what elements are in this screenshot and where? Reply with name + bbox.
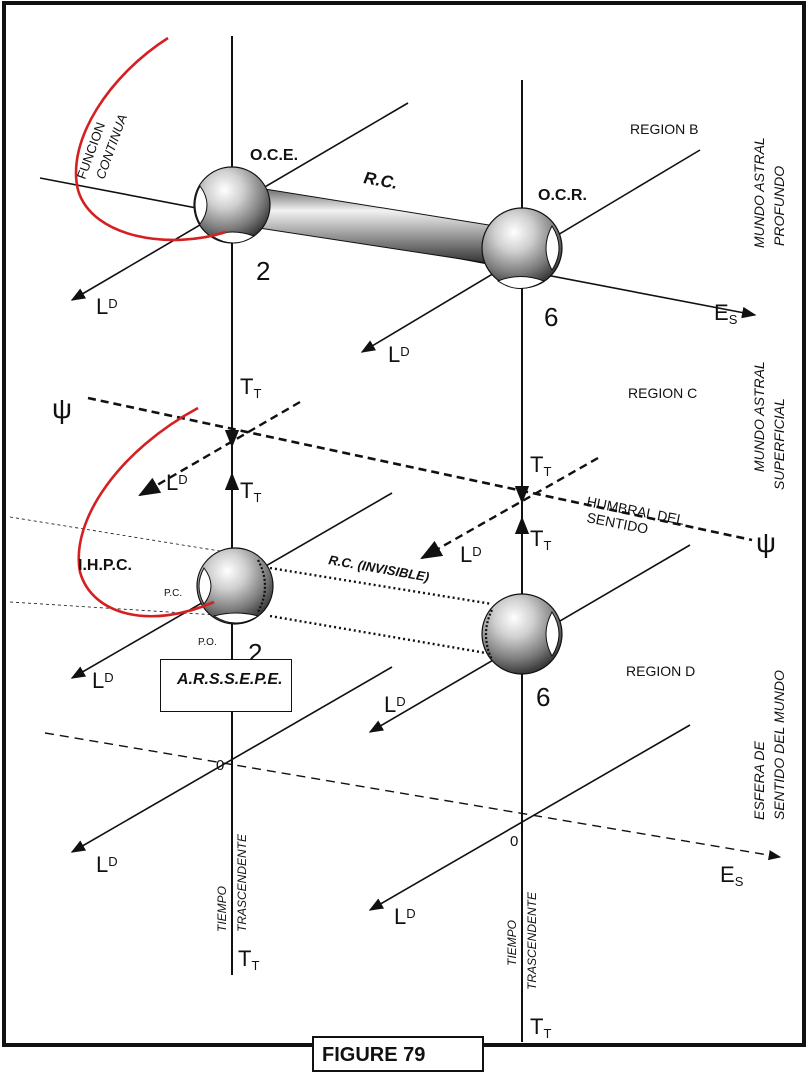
number-6-top: 6 [544, 302, 558, 332]
svg-text:ES: ES [714, 300, 738, 327]
funcion-continua-curve [74, 36, 227, 242]
rc-label: R.C. [362, 168, 399, 193]
rc-tube [245, 185, 521, 269]
po-label: P.O. [198, 637, 217, 648]
svg-text:LD: LD [384, 692, 406, 717]
number-2-top: 2 [256, 256, 270, 286]
mundo-astral-label: MUNDO ASTRAL [751, 137, 767, 248]
svg-text:LD: LD [460, 542, 482, 567]
svg-text:LD: LD [96, 294, 118, 319]
region-c-label: REGION C [628, 385, 697, 401]
tt-label: TT [530, 1014, 551, 1041]
svg-text:LD: LD [166, 470, 188, 495]
svg-text:TT: TT [530, 526, 551, 553]
esfera-de-label: ESFERA DE [751, 741, 767, 820]
ihpc-label: I.H.P.C. [78, 557, 132, 574]
ld-label: LD [384, 692, 406, 717]
ars-label-box: A.R.S.S.E.P.E. [160, 659, 292, 712]
es-axis-bottom [44, 732, 782, 861]
oce-label: O.C.E. [250, 147, 298, 164]
ld-dashed-axis [138, 400, 301, 497]
svg-text:TT: TT [530, 452, 551, 479]
svg-text:TT: TT [240, 478, 261, 505]
svg-text:LD: LD [388, 342, 410, 367]
pc-label: P.C. [164, 588, 182, 599]
ihpc-curve [77, 406, 215, 618]
zero-left: 0 [216, 757, 224, 774]
ocr-label: O.C.R. [538, 187, 587, 204]
es-label: ES [714, 300, 738, 327]
region-d-label: REGION D [626, 663, 695, 679]
svg-text:ES: ES [720, 862, 744, 889]
mundo-astral-label-2: MUNDO ASTRAL [751, 361, 767, 472]
tt-label: TT [240, 478, 261, 505]
sentido-del-mundo-label: SENTIDO DEL MUNDO [771, 670, 787, 820]
ars-label: A.R.S.S.E.P.E. [177, 671, 283, 688]
ld-label: LD [96, 294, 118, 319]
psi-left: ψ [52, 393, 72, 424]
tiempo-label-right: TIEMPO [505, 920, 519, 966]
region-b-label: REGION B [630, 121, 698, 137]
svg-text:TT: TT [238, 946, 259, 973]
psi-right: ψ [756, 527, 776, 558]
es-label: ES [720, 862, 744, 889]
ld-label: LD [388, 342, 410, 367]
zero-right: 0 [510, 833, 518, 850]
svg-text:TT: TT [240, 374, 261, 401]
tt-label: TT [530, 452, 551, 479]
profundo-label: PROFUNDO [771, 166, 787, 246]
trascendente-label-left: TRASCENDENTE [235, 833, 249, 932]
ld-label: LD [460, 542, 482, 567]
guide-line [9, 516, 233, 554]
svg-text:LD: LD [92, 668, 114, 693]
tt-label: TT [238, 946, 259, 973]
threshold-line [87, 396, 753, 542]
number-6-bottom: 6 [536, 682, 550, 712]
svg-text:TT: TT [530, 1014, 551, 1041]
svg-text:LD: LD [394, 904, 416, 929]
tiempo-label-left: TIEMPO [215, 886, 229, 932]
ld-label: LD [166, 470, 188, 495]
sphere-ocr [481, 207, 563, 289]
sphere-lower-right [481, 593, 563, 675]
figure-caption: FIGURE 79 [322, 1044, 426, 1066]
ld-label: LD [394, 904, 416, 929]
rc-invisible-label: R.C. (INVISIBLE) [327, 552, 430, 584]
ld-axis [70, 666, 393, 853]
ld-label: LD [92, 668, 114, 693]
rc-invisible-line [269, 614, 487, 655]
ld-label: LD [96, 852, 118, 877]
trascendente-label-right: TRASCENDENTE [525, 891, 539, 990]
ld-axis [368, 724, 691, 911]
superficial-label: SUPERFICIAL [771, 398, 787, 490]
tt-label: TT [530, 526, 551, 553]
svg-text:LD: LD [96, 852, 118, 877]
sphere-lower-left [196, 547, 274, 625]
ld-dashed-axis [420, 456, 599, 560]
figure-caption-box: FIGURE 79 [312, 1036, 484, 1072]
guide-line [9, 601, 233, 617]
sphere-oce [193, 166, 271, 244]
tt-label: TT [240, 374, 261, 401]
